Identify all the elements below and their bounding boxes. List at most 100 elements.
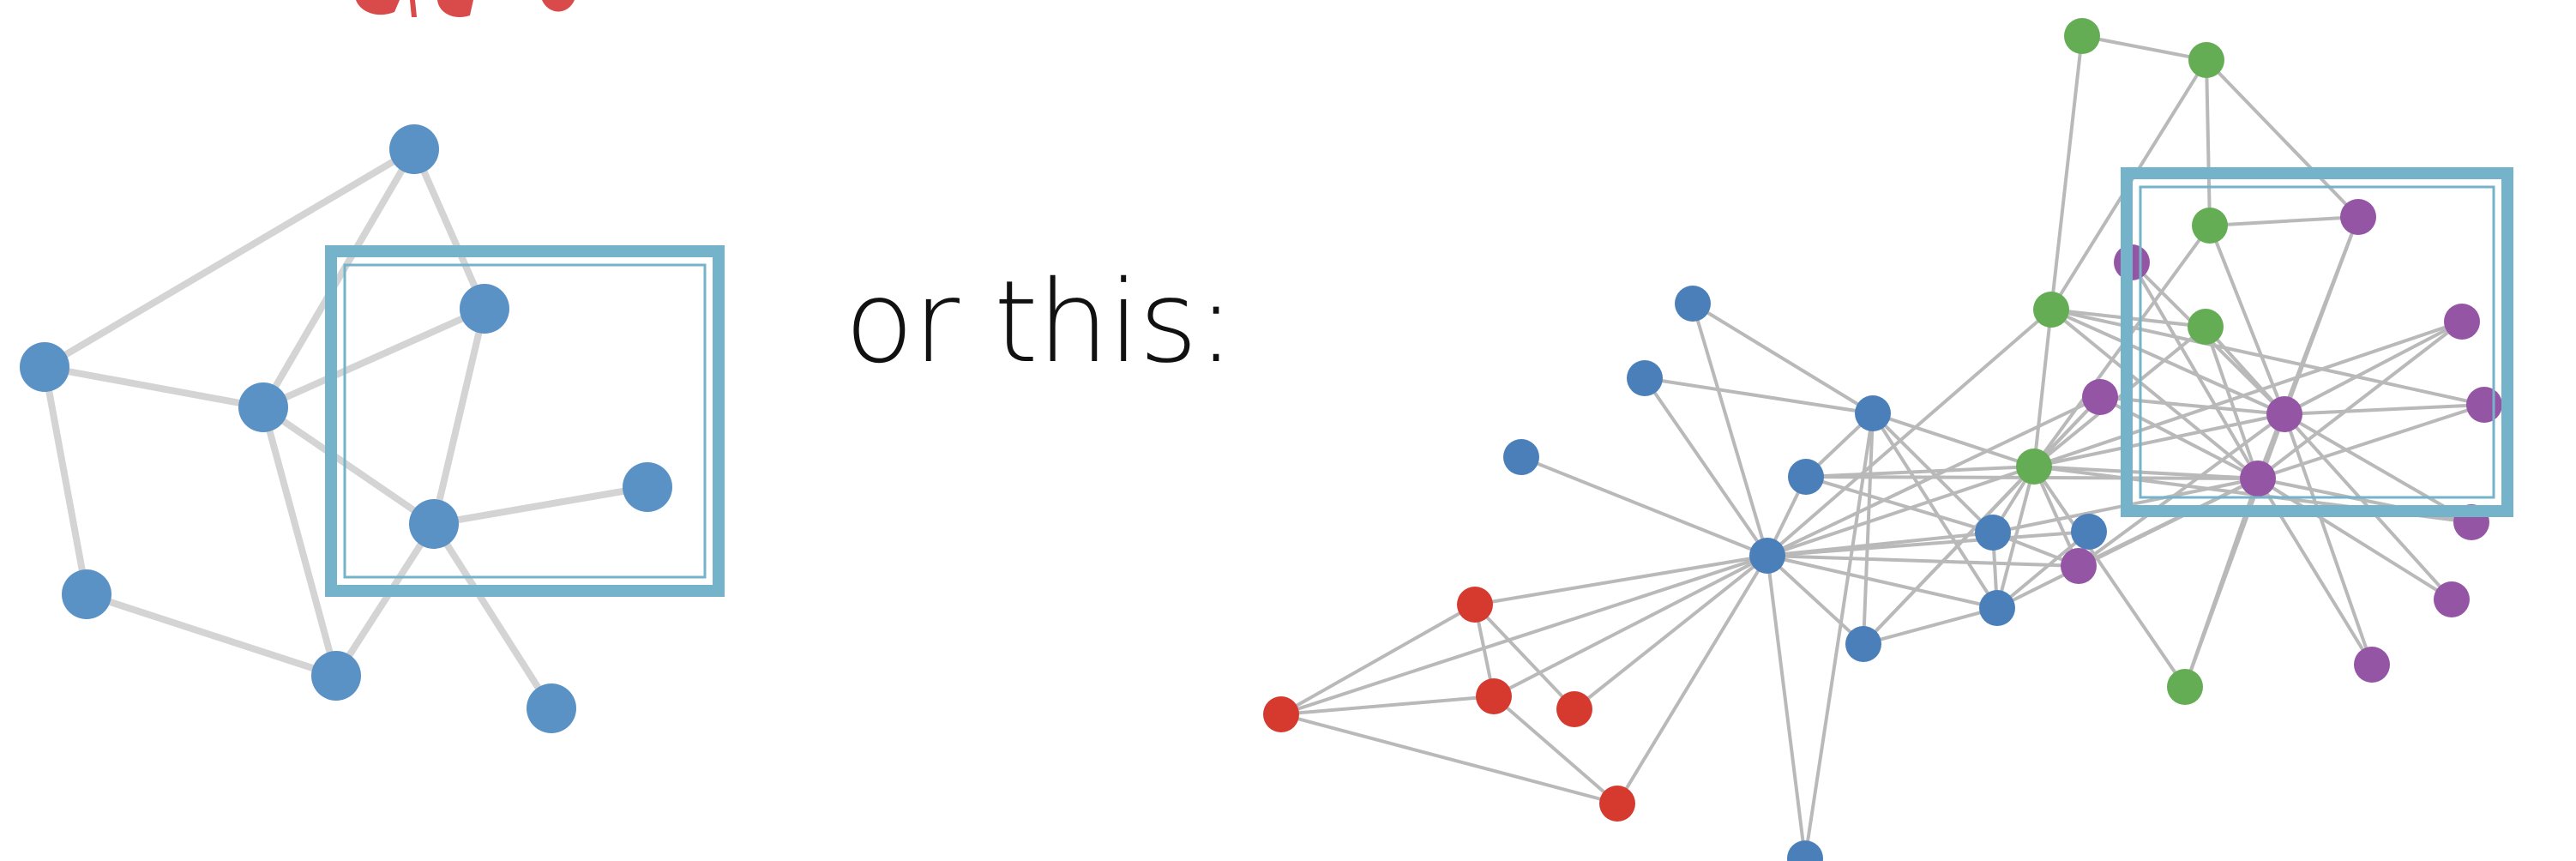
large-graph-edge — [1995, 465, 2036, 610]
large-graph-edge — [2283, 320, 2464, 416]
small-graph-edge — [260, 404, 340, 679]
large-graph-node-blue — [2071, 514, 2107, 550]
large-graph-node-blue — [1787, 840, 1823, 861]
large-graph-node-red — [1457, 587, 1493, 623]
large-graph-edge — [2032, 325, 2207, 468]
large-graph-edge — [1643, 376, 1875, 415]
small-graph-edge — [41, 364, 267, 411]
large-graph-edge — [2032, 465, 2187, 689]
large-graph-edge — [1871, 412, 2036, 468]
large-graph-edge — [1862, 412, 1875, 646]
large-graph-node-purple — [2354, 647, 2390, 683]
large-graph-node-blue — [1979, 590, 2015, 626]
large-graph-edge — [1766, 554, 1807, 860]
large-graph-node-green — [2192, 208, 2228, 244]
large-graph-node-purple — [2240, 461, 2276, 497]
large-graph-edge — [1643, 376, 1769, 557]
large-graph-edge — [2049, 308, 2286, 416]
large-graph-node-blue — [1845, 626, 1881, 662]
title-glyph-fragment-1 — [356, 0, 400, 15]
small-graph-edge — [260, 146, 418, 411]
large-graph-edge — [1520, 455, 1769, 557]
large-graph-edge — [2208, 215, 2360, 227]
large-graph-edge — [2205, 58, 2360, 219]
small-graph-edge — [430, 305, 488, 527]
large-graph-edge — [1766, 554, 2080, 568]
caption-text: or this: — [845, 256, 1235, 388]
large-graph-edge — [1804, 465, 2036, 479]
large-graph-edge — [1492, 695, 1619, 805]
large-graph-node-purple — [2434, 581, 2470, 617]
large-graph-edge — [1766, 554, 1999, 610]
large-graph-edge — [1573, 554, 1769, 711]
large-graph-node-green — [2033, 292, 2069, 328]
large-graph-edge — [1766, 465, 2036, 557]
large-graph-edge — [1616, 554, 1769, 805]
large-graph-edge — [2204, 325, 2260, 480]
title-fragment — [356, 0, 575, 17]
title-glyph-fragment-2 — [410, 0, 417, 17]
large-graph-node-green — [2064, 18, 2100, 54]
large-graph-node-purple — [2061, 548, 2097, 584]
large-graph-edge — [1473, 603, 1576, 711]
large-graph-edge — [1995, 530, 2091, 610]
large-graph-edge — [2049, 308, 2260, 480]
small-graph-edge — [430, 484, 651, 527]
large-graph-edge — [2283, 412, 2374, 666]
large-graph-node-purple — [2266, 396, 2302, 432]
small-graph-edge — [260, 305, 488, 411]
large-graph-edge — [2256, 320, 2464, 480]
large-graph-edge — [1279, 603, 1477, 716]
large-graph-node-purple — [2466, 387, 2502, 423]
large-graph-nodes — [1263, 18, 2502, 861]
large-graph-edge — [2256, 403, 2486, 480]
small-highlight-frame — [325, 245, 725, 597]
large-graph-edge — [2130, 261, 2260, 480]
large-graph-edge — [2205, 58, 2212, 227]
small-graph-edges — [41, 146, 651, 712]
large-graph-node-blue — [1675, 286, 1711, 322]
large-graph-node-blue — [1975, 515, 2011, 551]
small-graph-nodes — [20, 124, 672, 733]
large-graph-node-blue — [1627, 360, 1663, 396]
large-graph-node-purple — [2340, 199, 2376, 235]
large-graph-edge — [1871, 412, 1999, 610]
large-graph-node-red — [1599, 786, 1635, 822]
small-graph-edge — [260, 404, 437, 527]
small-graph-edge — [41, 146, 418, 370]
large-graph-node-blue — [1855, 395, 1891, 431]
large-graph-node-green — [2167, 669, 2203, 705]
large-graph-node-green — [2188, 42, 2224, 78]
large-graph-node-blue — [1788, 459, 1824, 495]
small-graph-node-blue — [460, 284, 509, 334]
large-graph-edge — [1279, 713, 1619, 805]
large-graph-edge — [2032, 465, 2260, 480]
large-graph-node-green — [2188, 309, 2224, 345]
small-graph-node-blue — [623, 462, 672, 512]
large-graph-edge — [1766, 530, 2091, 557]
large-network-graph — [1263, 18, 2513, 861]
large-graph-node-purple — [2444, 304, 2480, 340]
large-graph-edge — [2283, 412, 2473, 524]
large-highlight-frame — [2121, 167, 2513, 517]
small-graph-node-blue — [311, 651, 361, 701]
large-graph-edge — [1803, 412, 1875, 860]
large-graph-edges — [1279, 34, 2486, 860]
large-graph-edge — [1473, 554, 1769, 606]
large-graph-node-red — [1556, 691, 1592, 727]
large-graph-node-blue — [1749, 538, 1785, 574]
large-graph-edge — [1279, 695, 1496, 716]
small-graph-node-blue — [20, 342, 69, 392]
large-graph-node-purple — [2082, 379, 2118, 415]
large-graph-node-red — [1263, 696, 1299, 732]
large-graph-edge — [1862, 606, 1999, 646]
large-graph-edge — [1279, 554, 1769, 716]
large-graph-edge — [2283, 403, 2486, 416]
large-graph-node-blue — [1503, 439, 1539, 475]
large-graph-edge — [2049, 34, 2084, 311]
large-graph-edge — [1766, 395, 2102, 557]
large-graph-edge — [2077, 477, 2260, 568]
large-graph-node-red — [1476, 678, 1512, 714]
large-graph-edge — [2077, 412, 2286, 568]
